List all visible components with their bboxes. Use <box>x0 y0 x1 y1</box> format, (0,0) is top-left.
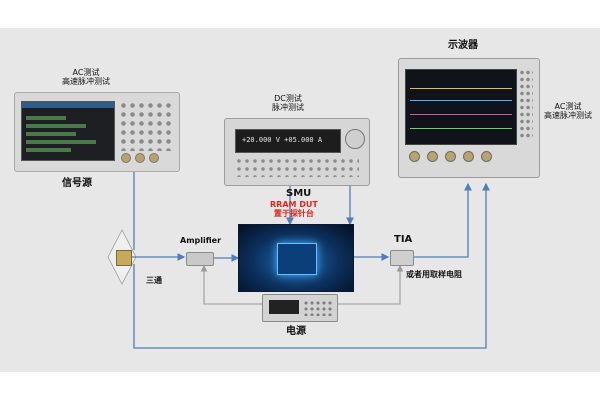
sig-gen-label: 信号源 <box>62 178 92 189</box>
signal-generator-keypad <box>119 101 173 151</box>
output-port <box>149 153 159 163</box>
tia-device <box>390 250 414 266</box>
power-supply <box>262 294 338 322</box>
wire-power-to-tia <box>336 264 404 305</box>
rram-dut-chip <box>238 224 354 292</box>
channel-port <box>427 151 438 162</box>
oscilloscope-screen <box>405 69 517 145</box>
oscilloscope <box>398 58 540 178</box>
wire-power-to-amp <box>200 264 262 305</box>
smu-display-value: +20.000 V +05.000 A <box>242 136 323 144</box>
tia-label: TIA <box>394 234 413 245</box>
smu-screen: +20.000 V +05.000 A <box>235 129 341 153</box>
wire-tee-bottom-bus <box>133 182 490 349</box>
scope-label: 示波器 <box>448 40 478 51</box>
scope-title-label: AC测试 高速脉冲测试 <box>544 102 592 121</box>
signal-generator <box>14 92 180 172</box>
smu-instrument: +20.000 V +05.000 A <box>224 118 370 186</box>
signal-generator-screen <box>21 101 115 161</box>
channel-port <box>481 151 492 162</box>
chip-core <box>277 243 317 275</box>
wire-tia-to-scope <box>412 182 472 258</box>
power-supply-buttons <box>303 300 333 316</box>
oscilloscope-controls <box>519 69 533 139</box>
power-label: 电源 <box>286 326 306 337</box>
amplifier-device <box>186 252 214 266</box>
tee-label: 三通 <box>146 276 162 285</box>
amplifier-label: Amplifier <box>180 236 222 245</box>
power-supply-screen <box>269 300 299 314</box>
tia-alt-label: 或者用取样电阻 <box>406 270 462 279</box>
output-port <box>135 153 145 163</box>
channel-port <box>409 151 420 162</box>
tee-connector <box>116 250 132 266</box>
channel-port <box>445 151 456 162</box>
dc-title-label: DC测试 脉冲测试 <box>272 94 304 113</box>
smu-buttons <box>235 157 359 177</box>
output-port <box>121 153 131 163</box>
smu-knob <box>345 129 365 149</box>
smu-label: SMU <box>286 188 312 199</box>
dut-label: RRAM DUT 置于探针台 <box>270 200 318 219</box>
sig-gen-title-label: AC测试 高速脉冲测试 <box>62 68 110 87</box>
channel-port <box>463 151 474 162</box>
